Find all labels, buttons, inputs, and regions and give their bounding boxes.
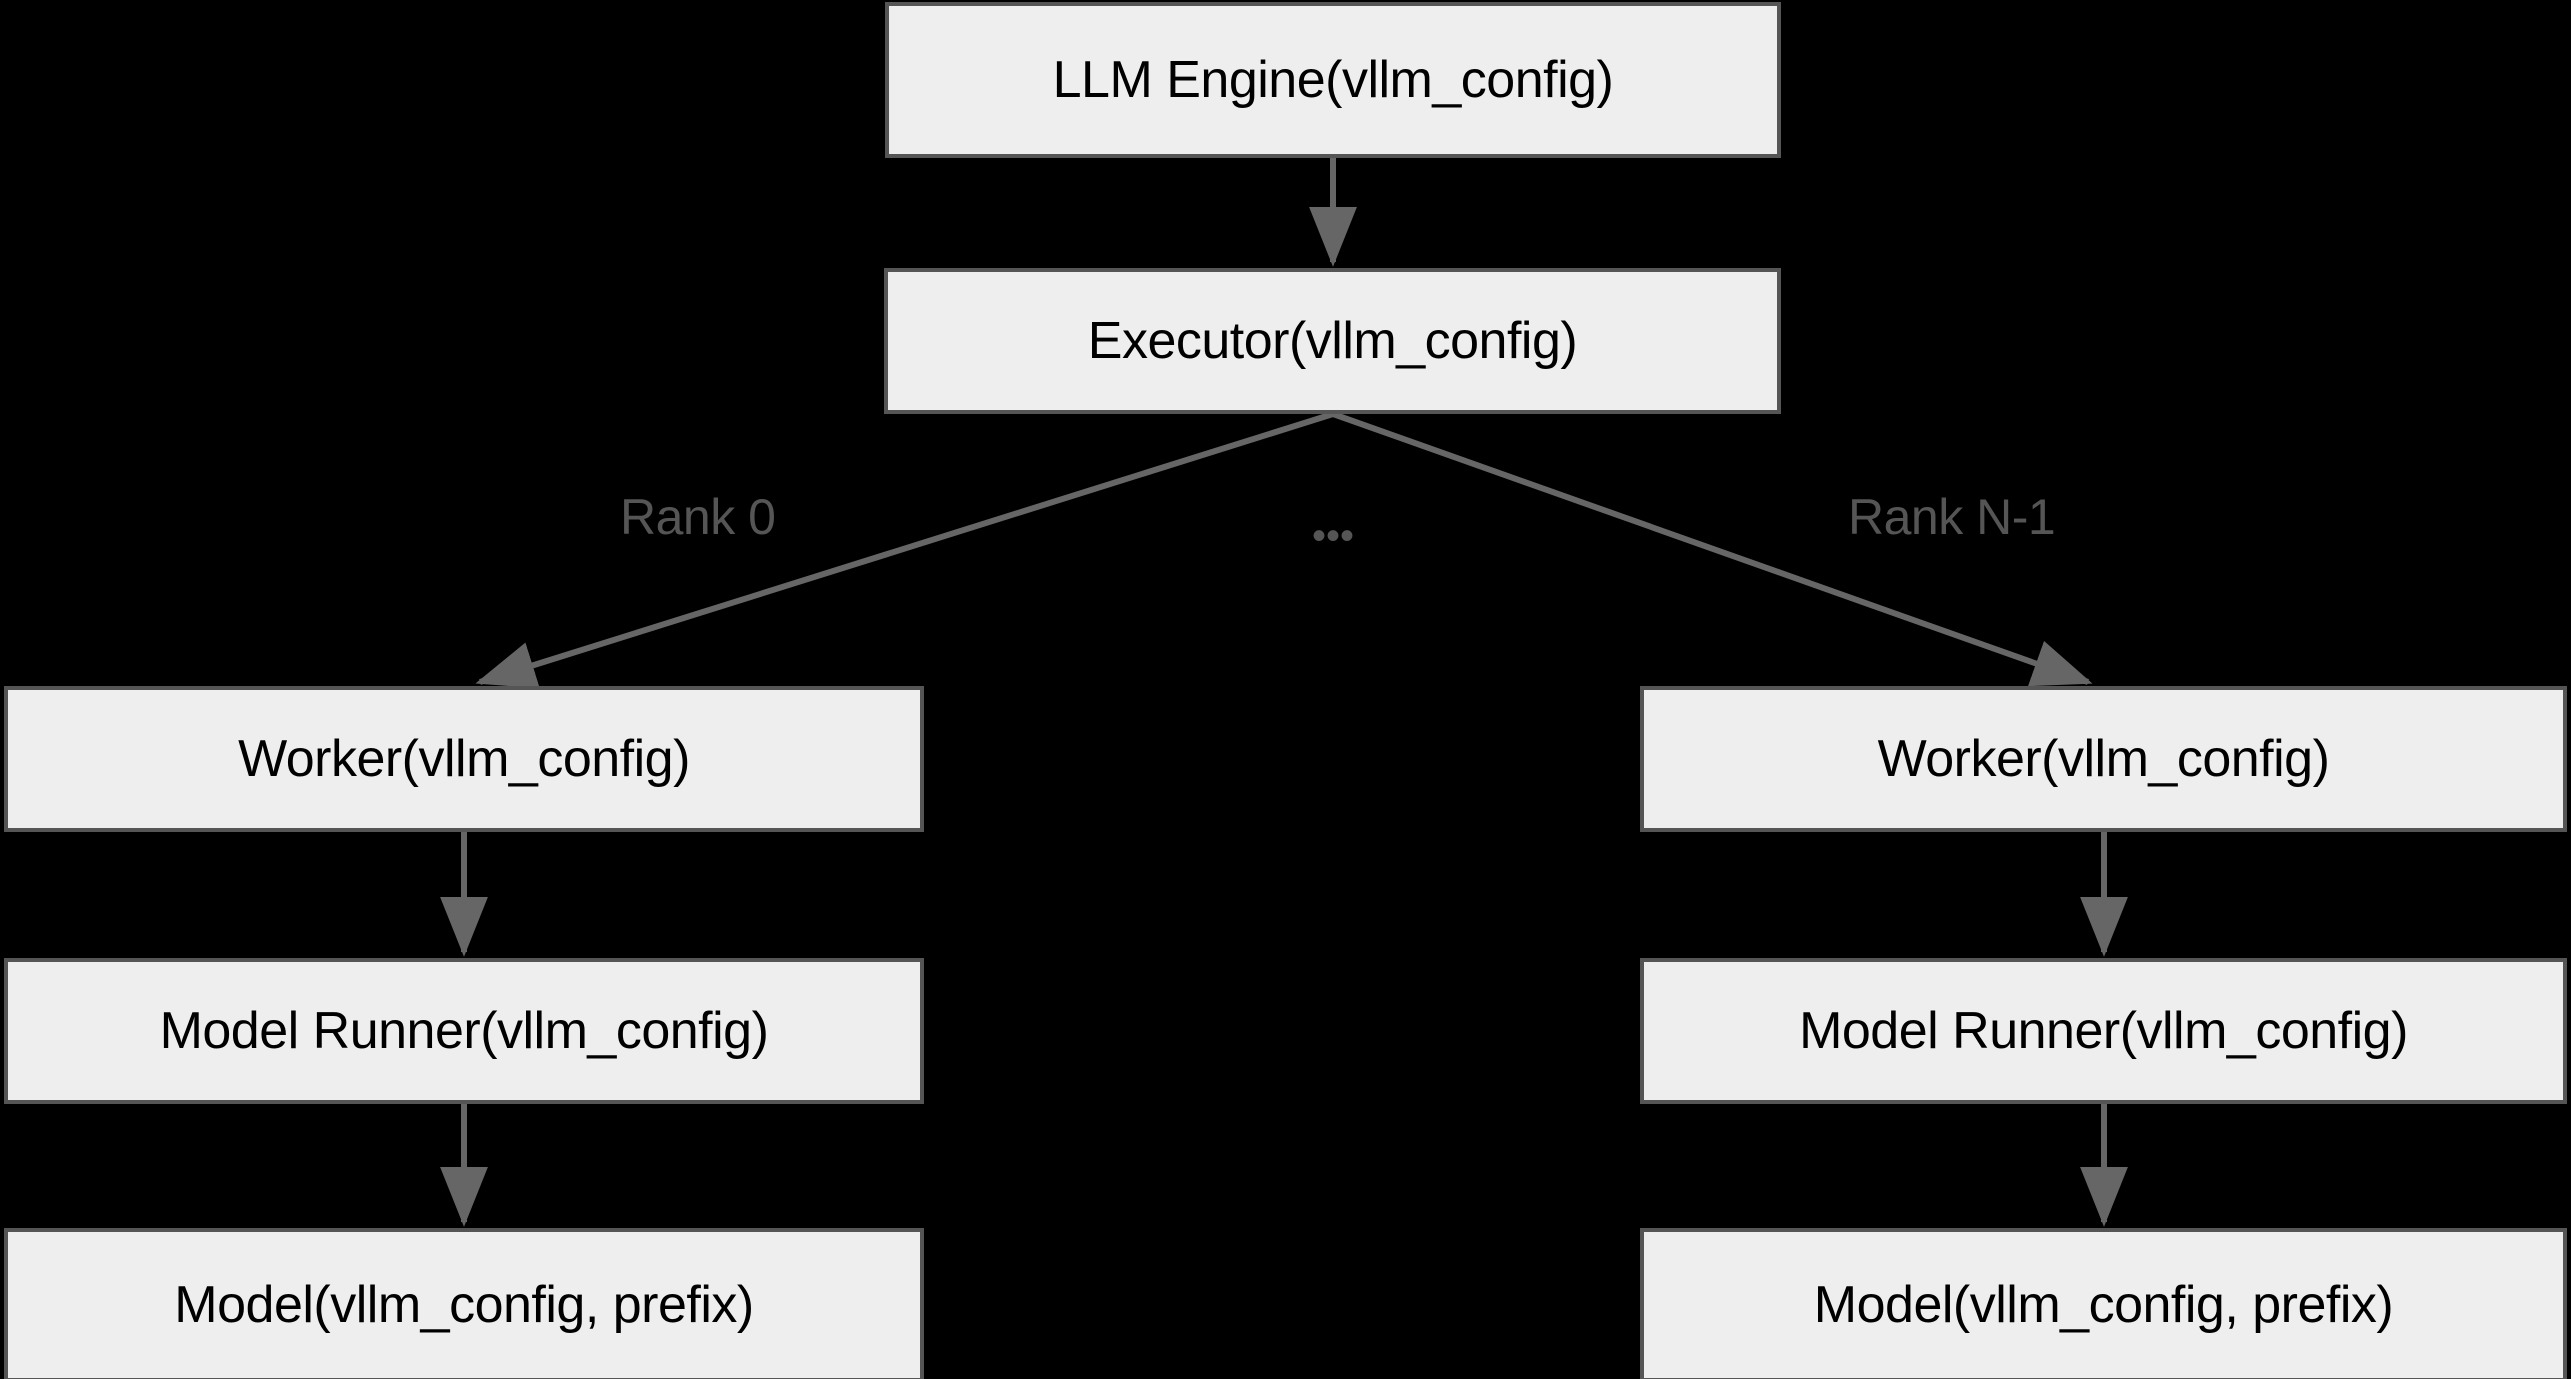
node-worker-rank0[interactable]: Worker(vllm_config) <box>4 686 924 832</box>
node-model-rank0[interactable]: Model(vllm_config, prefix) <box>4 1228 924 1379</box>
node-llm-engine[interactable]: LLM Engine(vllm_config) <box>885 2 1781 158</box>
node-llm-engine-label: LLM Engine(vllm_config) <box>1052 51 1614 109</box>
edge-label-rank-0: Rank 0 <box>620 489 776 545</box>
edge-executor-to-worker-rankn <box>1331 411 2093 687</box>
node-model-rankn[interactable]: Model(vllm_config, prefix) <box>1640 1228 2567 1379</box>
node-executor[interactable]: Executor(vllm_config) <box>884 268 1781 414</box>
node-model-rankn-label: Model(vllm_config, prefix) <box>1813 1276 2394 1334</box>
node-model-runner-rank0-label: Model Runner(vllm_config) <box>159 1002 769 1060</box>
node-executor-label: Executor(vllm_config) <box>1087 312 1578 370</box>
node-model-runner-rankn[interactable]: Model Runner(vllm_config) <box>1640 958 2567 1104</box>
node-worker-rank0-label: Worker(vllm_config) <box>238 730 690 788</box>
node-model-runner-rankn-label: Model Runner(vllm_config) <box>1799 1002 2408 1060</box>
node-worker-rankn[interactable]: Worker(vllm_config) <box>1640 686 2567 832</box>
node-model-runner-rank0[interactable]: Model Runner(vllm_config) <box>4 958 924 1104</box>
node-worker-rankn-label: Worker(vllm_config) <box>1877 730 2330 788</box>
edge-label-ellipsis: ••• <box>1312 514 1355 558</box>
node-model-rank0-label: Model(vllm_config, prefix) <box>174 1276 754 1334</box>
edge-label-rank-n: Rank N-1 <box>1848 489 2056 545</box>
edge-executor-to-worker-rank0 <box>475 411 1334 689</box>
